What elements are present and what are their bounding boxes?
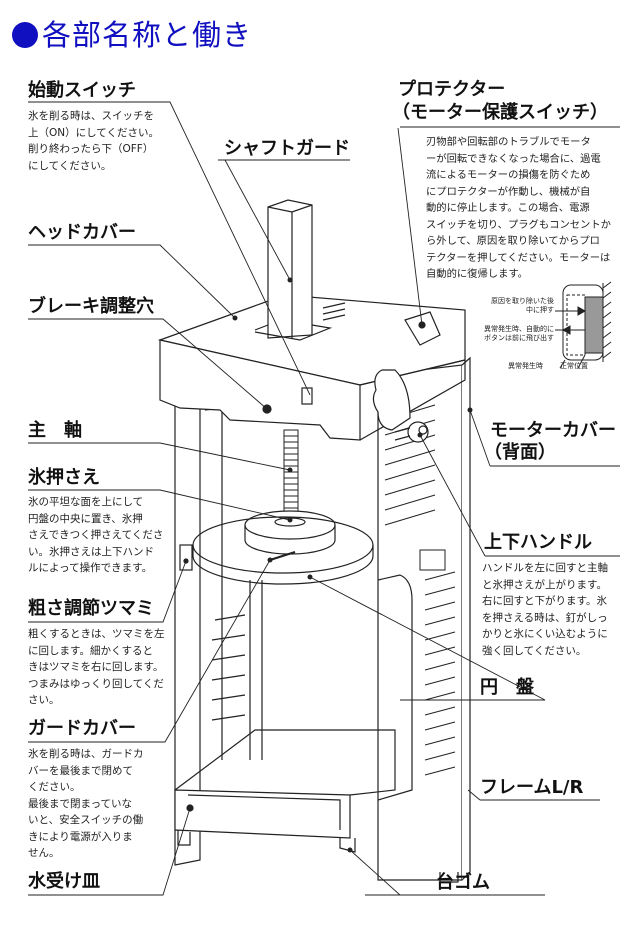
desc-line: に回します。細かくすると: [28, 644, 153, 657]
desc-line: ハンドルを左に回すと主軸: [482, 562, 608, 574]
desc-line: ルによって操作できます。: [28, 562, 153, 574]
page-title-text: 各部名称と働き: [42, 18, 253, 52]
desc-line: テクターを押してください。モーターは: [426, 251, 611, 264]
label-coarseness-knob: 粗さ調節ツマミ: [28, 598, 154, 619]
leader-dots: [232, 277, 473, 853]
label-drip-tray: 水受け皿: [28, 871, 100, 892]
desc-protector: 刃物部や回転部のトラブルでモータ ーが回転できなくなった場合に、過電 流によるモ…: [426, 134, 611, 283]
desc-line: 氷を削る時は、ガードカ: [28, 748, 144, 760]
desc-line: 削り終わったら下（OFF）: [28, 143, 154, 155]
desc-line: さい。: [28, 694, 60, 706]
label-motor-cover-sub: （背面）: [484, 442, 556, 463]
desc-line: ーが回転できなくなった場合に、過電: [426, 152, 601, 165]
inset-text: 原因を取り除いた後: [491, 297, 554, 305]
desc-line: にプロテクターが作動し、機械が自: [426, 185, 591, 198]
label-main-shaft: 主 軸: [28, 420, 82, 441]
desc-line: 動的に停止します。この場合、電源: [426, 202, 590, 214]
label-motor-cover: モーターカバー: [490, 420, 616, 441]
label-start-switch: 始動スイッチ: [28, 80, 136, 101]
label-ice-presser: 氷押さえ: [28, 467, 100, 488]
label-protector: プロテクター: [398, 79, 506, 100]
desc-line: 円盤の中央に置き、氷押: [28, 512, 143, 525]
desc-line: スイッチを切り、プラグもコンセントか: [426, 218, 611, 231]
desc-start-switch: 氷を削る時は、スイッチを 上（ON）にしてください。 削り終わったら下（OFF）…: [28, 108, 159, 174]
desc-line: いと、安全スイッチの働: [28, 814, 144, 826]
desc-line: きはツマミを右に回します。: [28, 661, 164, 673]
desc-line: せん。: [28, 847, 60, 859]
desc-line: 氷の平坦な面を上にして: [28, 496, 144, 508]
page-title: 各部名称と働き: [12, 12, 252, 54]
desc-line: 自動的に復帰します。: [426, 268, 528, 280]
inset-text: 中に押す: [526, 306, 554, 314]
desc-line: と氷押さえが上がります。: [482, 578, 607, 591]
leader-lines: [28, 101, 620, 896]
inset-pop-label: 異常発生時、自動的に ボタンは前に飛び出す: [484, 325, 554, 343]
desc-line: つまみはゆっくり回してくだ: [28, 677, 164, 690]
protector-inset-diagram: [555, 281, 612, 369]
label-shaft-guard: シャフトガード: [224, 138, 350, 159]
inset-text: 異常発生時、自動的に: [484, 325, 554, 333]
inset-text: ボタンは前に飛び出す: [484, 334, 554, 342]
desc-line: 最後まで閉まっていな: [28, 797, 133, 810]
inset-normal-label: 正常位置: [560, 362, 588, 370]
desc-line: 氷を削る時は、スイッチを: [28, 110, 154, 122]
bullet-icon: [12, 22, 38, 48]
label-head-cover: ヘッドカバー: [28, 222, 136, 243]
desc-line: きにより電源が入りま: [28, 830, 133, 843]
inset-abnormal-label: 異常発生時: [508, 362, 543, 370]
desc-coarseness-knob: 粗くするときは、ツマミを左 に回します。細かくすると きはツマミを右に回します。…: [28, 626, 165, 709]
label-disc: 円 盤: [480, 677, 534, 698]
label-brake-hole: ブレーキ調整穴: [28, 296, 154, 317]
desc-line: を押さえる時は、釘がしっ: [482, 611, 608, 624]
desc-line: ら外して、原因を取り除いてからプロ: [426, 235, 600, 247]
desc-line: 刃物部や回転部のトラブルでモータ: [426, 136, 591, 148]
desc-line: い。氷押さえは上下ハンド: [28, 545, 154, 558]
desc-line: 流によるモーターの損傷を防ぐため: [426, 169, 591, 181]
inset-push-label: 原因を取り除いた後 中に押す: [491, 297, 554, 315]
desc-handle: ハンドルを左に回すと主軸 と氷押さえが上がります。 右に回すと下がります。氷 を…: [482, 560, 608, 659]
desc-line: 粗くするときは、ツマミを左: [28, 628, 165, 640]
desc-ice-presser: 氷の平坦な面を上にして 円盤の中央に置き、氷押 さえできつく押さえてくださ い。…: [28, 494, 163, 577]
desc-line: バーを最後まで閉めて: [28, 764, 133, 777]
label-guard-cover: ガードカバー: [28, 718, 136, 739]
label-handle: 上下ハンドル: [484, 532, 592, 553]
desc-line: 右に回すと下がります。氷: [482, 595, 607, 607]
label-rubber-feet: 台ゴム: [436, 872, 490, 893]
desc-line: さえできつく押さえてくださ: [28, 529, 164, 541]
desc-line: 強く回してください。: [482, 644, 587, 657]
machine-drawing: [157, 199, 471, 883]
desc-line: 上（ON）にしてください。: [28, 126, 159, 139]
label-protector-sub: （モーター保護スイッチ）: [392, 102, 608, 123]
desc-line: かりと氷にくい込むように: [482, 628, 608, 640]
desc-line: にしてください。: [28, 159, 112, 172]
desc-guard-cover: 氷を削る時は、ガードカ バーを最後まで閉めて ください。 最後まで閉まっていな …: [28, 746, 144, 862]
label-frame: フレームL/R: [480, 777, 584, 798]
desc-line: ください。: [28, 781, 81, 793]
